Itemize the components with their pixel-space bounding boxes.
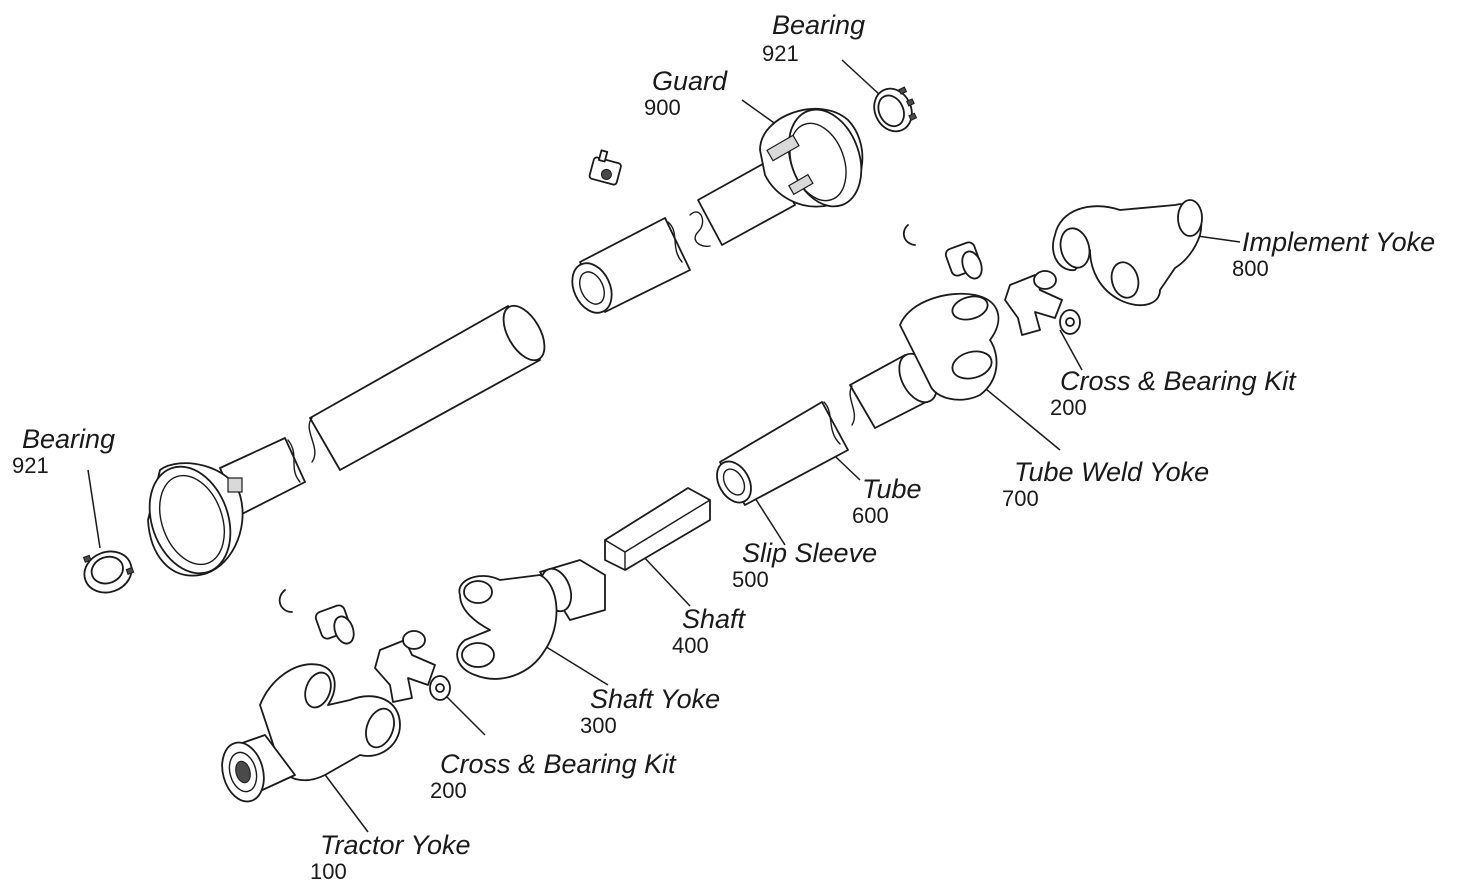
part-number: 800: [1232, 256, 1269, 281]
guard-lower-icon: [147, 437, 306, 577]
label-bearing-left: Bearing 921: [12, 424, 116, 477]
part-name: Guard: [652, 66, 728, 96]
part-name: Implement Yoke: [1242, 227, 1436, 257]
part-name: Tube Weld Yoke: [1014, 457, 1210, 487]
part-number: 200: [1050, 395, 1087, 420]
label-tube: Tube 600: [852, 474, 922, 527]
part-number: 921: [12, 453, 49, 478]
part-number: 900: [644, 95, 681, 120]
label-shaft-yoke: Shaft Yoke 300: [580, 684, 721, 737]
part-number: 921: [762, 41, 799, 66]
bearing-left-icon: [82, 550, 135, 594]
part-number: 600: [852, 503, 889, 528]
part-number: 700: [1002, 486, 1039, 511]
part-name: Shaft: [682, 604, 746, 634]
guard-tube-upper-icon: [571, 217, 691, 314]
label-cross-bearing-bottom: Cross & Bearing Kit 200: [430, 749, 676, 802]
part-number: 100: [310, 859, 347, 884]
bearing-top-icon: [873, 86, 918, 133]
part-number: 300: [580, 713, 617, 738]
part-name: Bearing: [22, 424, 116, 454]
tractor-yoke-icon: [221, 663, 401, 803]
part-name: Tube: [862, 474, 922, 504]
tube-weld-yoke-icon: [849, 292, 1000, 429]
cross-bearing-top-icon: [902, 224, 1081, 336]
shaft-icon: [604, 487, 711, 571]
guard-upper-icon: [689, 107, 864, 247]
label-shaft: Shaft 400: [672, 604, 746, 657]
implement-yoke-icon: [1052, 199, 1203, 307]
guard-clip-icon: [588, 149, 622, 186]
label-tractor-yoke: Tractor Yoke 100: [310, 830, 471, 883]
leader-lines: [87, 59, 1241, 833]
label-implement-yoke: Implement Yoke 800: [1232, 227, 1436, 280]
label-guard: Guard 900: [644, 66, 728, 119]
part-name: Cross & Bearing Kit: [1060, 366, 1296, 396]
part-name: Tractor Yoke: [320, 830, 471, 860]
label-slip-sleeve: Slip Sleeve 500: [732, 538, 878, 591]
guard-tube-lower-icon: [308, 304, 546, 471]
label-tube-weld-yoke: Tube Weld Yoke 700: [1002, 457, 1210, 510]
part-name: Cross & Bearing Kit: [440, 749, 676, 779]
cross-bearing-bottom-icon: [278, 589, 451, 703]
label-bearing-top: Bearing: [772, 12, 865, 39]
part-number: 500: [732, 567, 769, 592]
tube-icon: [716, 401, 849, 506]
part-name: Shaft Yoke: [590, 684, 721, 714]
part-number: 200: [430, 778, 467, 803]
part-name: Slip Sleeve: [742, 538, 878, 568]
label-cross-bearing-top: Cross & Bearing Kit 200: [1050, 366, 1296, 419]
shaft-yoke-icon: [456, 559, 606, 680]
part-number: 400: [672, 633, 709, 658]
number-bearing-top: 921: [762, 41, 799, 65]
part-name: Bearing: [772, 10, 866, 40]
